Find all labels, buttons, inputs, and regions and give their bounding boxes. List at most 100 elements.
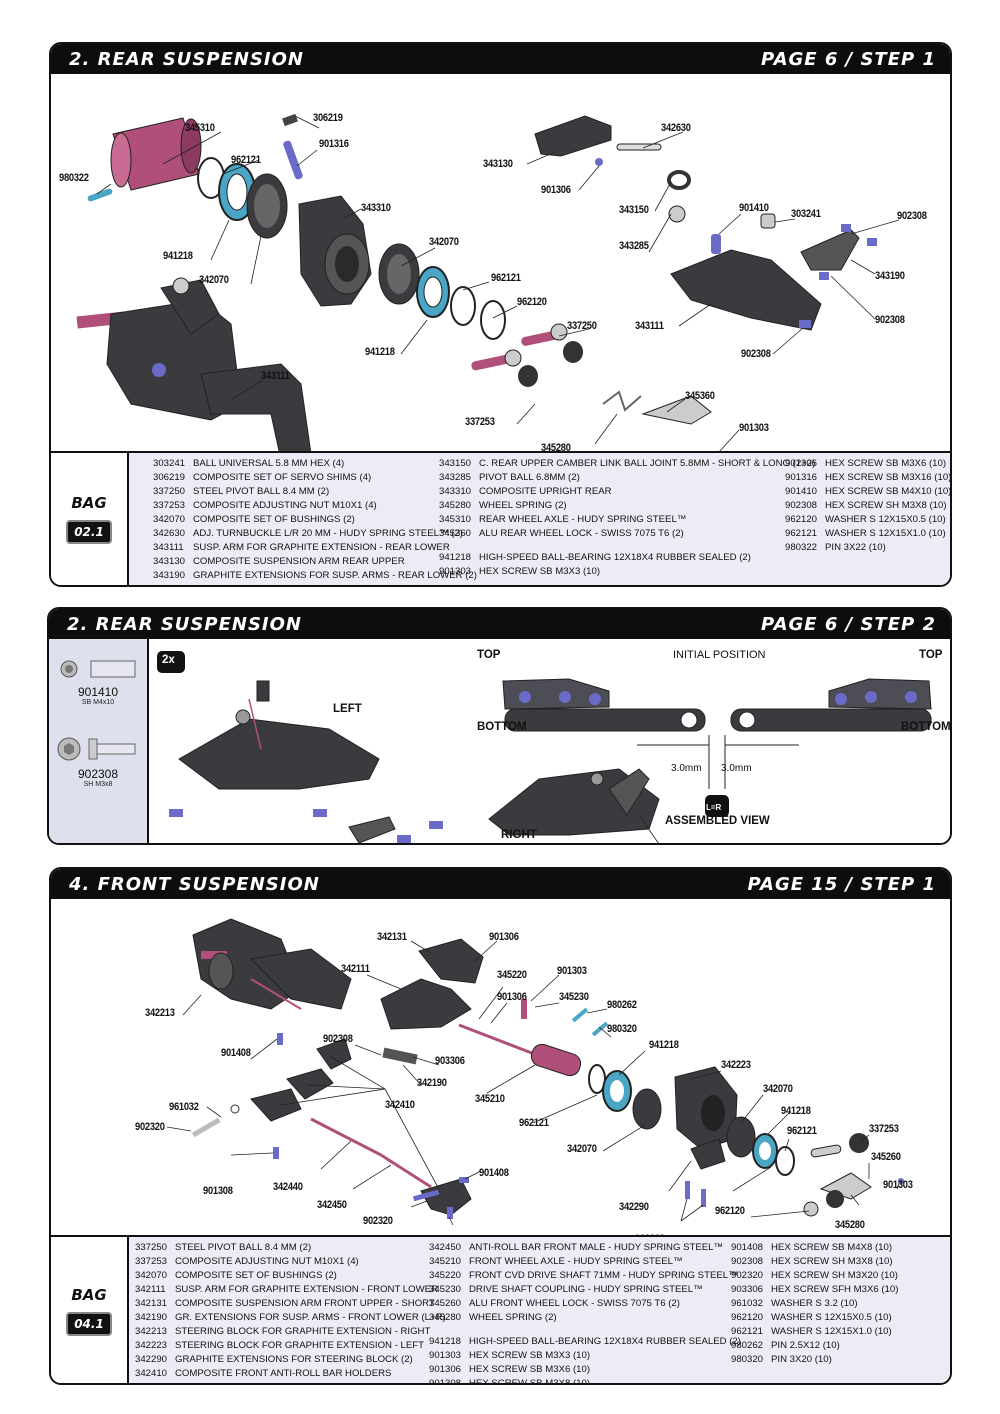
callout: 337250 [567, 320, 597, 332]
callout: 980320 [607, 1023, 637, 1035]
part-code: 961032 [731, 1298, 764, 1309]
bag-label: BAG [71, 1286, 107, 1304]
callout: 345280 [835, 1219, 865, 1231]
label-bottom-left: BOTTOM [477, 721, 527, 733]
gap-right: 3.0mm [721, 763, 752, 774]
callout: 345230 [559, 991, 589, 1003]
part-description: GRAPHITE EXTENSIONS FOR STEERING BLOCK (… [175, 1354, 413, 1365]
section-header: 2. REAR SUSPENSION PAGE 6 / STEP 1 [51, 44, 950, 74]
part-code: 342213 [135, 1326, 168, 1337]
part-description: HEX SCREW SB M4X8 (10) [771, 1242, 893, 1253]
section-rear-suspension-step2: 2. REAR SUSPENSION PAGE 6 / STEP 2 90141… [47, 607, 952, 845]
part-description: HEX SCREW SH M3X8 (10) [825, 500, 947, 511]
part-description: COMPOSITE ADJUSTING NUT M10X1 (4) [175, 1256, 359, 1267]
part-description: COMPOSITE FRONT ANTI-ROLL BAR HOLDERS [175, 1368, 392, 1379]
label-left: LEFT [333, 703, 362, 715]
callout: 902308 [323, 1033, 353, 1045]
part-description: WASHER S 12X15X0.5 (10) [771, 1312, 892, 1323]
part-description: HEX SCREW SB M3X6 (10) [469, 1364, 591, 1375]
part-description: WASHER S 12X15X1.0 (10) [825, 528, 946, 539]
callout: 901306 [541, 184, 571, 196]
bag-indicator: BAG 04.1 [51, 1237, 129, 1383]
callout: 343111 [261, 370, 290, 382]
part-description: HEX SCREW SB M3X3 (10) [479, 566, 601, 577]
bag-code: 02.1 [66, 520, 112, 544]
part-code: 902320 [731, 1270, 764, 1281]
label-top-left: TOP [477, 649, 501, 661]
callout: 980262 [607, 999, 637, 1011]
part-code: 345210 [429, 1256, 462, 1267]
section-rear-suspension-step1: 2. REAR SUSPENSION PAGE 6 / STEP 1 [49, 42, 952, 587]
part-row: 901303 HEX SCREW SB M3X3 (10) [439, 565, 785, 579]
part-description: SUSP. ARM FOR GRAPHITE EXTENSION - FRONT… [175, 1284, 438, 1295]
callout: 345310 [185, 122, 215, 134]
part-description: FRONT CVD DRIVE SHAFT 71MM - HUDY SPRING… [469, 1270, 738, 1281]
part-code: 901410 [785, 486, 818, 497]
section-front-suspension-step1: 4. FRONT SUSPENSION PAGE 15 / STEP 1 [49, 867, 952, 1385]
part-description: ADJ. TURNBUCKLE L/R 20 MM - HUDY SPRING … [193, 528, 463, 539]
hardware-spec: SH M3x8 [83, 781, 113, 788]
callout: 902320 [363, 1215, 393, 1227]
bag-indicator: BAG 02.1 [51, 453, 129, 585]
label-bottom-right: BOTTOM [901, 721, 951, 733]
part-description: PIN 3X22 (10) [825, 542, 886, 553]
assembled-arm-part [76, 277, 312, 451]
step2-drawing [157, 651, 932, 843]
section-page: PAGE 6 / STEP 2 [761, 613, 936, 635]
label-assembled-view: ASSEMBLED VIEW [665, 815, 770, 827]
label-right: RIGHT [501, 829, 537, 841]
part-code: 345310 [439, 514, 472, 525]
section-page: PAGE 15 / STEP 1 [747, 873, 936, 895]
part-description: PIN 2.5X12 (10) [771, 1340, 840, 1351]
part-row: 345310 REAR WHEEL AXLE - HUDY SPRING STEE… [439, 513, 785, 527]
part-description: HIGH-SPEED BALL-BEARING 12X18X4 RUBBER S… [479, 552, 751, 563]
part-code: 902308 [785, 500, 818, 511]
part-code: 342070 [135, 1270, 168, 1281]
hardware-panel: 901410 SB M4x10 902308 SH M3x8 [49, 639, 147, 843]
part-code: 901308 [429, 1378, 462, 1385]
part-code: 980262 [731, 1340, 764, 1351]
callout: 901408 [479, 1167, 509, 1179]
callout: 962120 [715, 1205, 745, 1217]
part-description: COMPOSITE SET OF BUSHINGS (2) [175, 1270, 337, 1281]
part-description: HEX SCREW SB M3X3 (10) [469, 1350, 591, 1361]
part-description: ALU REAR WHEEL LOCK - SWISS 7075 T6 (2) [479, 528, 684, 539]
part-description: HEX SCREW SB M4X10 (10) [825, 486, 952, 497]
part-code: 962121 [785, 528, 818, 539]
part-description: HEX SCREW SH M3X8 (10) [771, 1256, 893, 1267]
callout: 342070 [199, 274, 229, 286]
part-code: 901303 [429, 1350, 462, 1361]
label-initial-position: INITIAL POSITION [673, 649, 766, 661]
callout: 303241 [791, 208, 821, 220]
section-page: PAGE 6 / STEP 1 [761, 48, 936, 70]
part-description: WHEEL SPRING (2) [469, 1312, 557, 1323]
part-code: 345360 [439, 528, 472, 539]
callout: 901408 [221, 1047, 251, 1059]
part-code: 901303 [439, 566, 472, 577]
part-description: PIN 3X20 (10) [771, 1354, 832, 1365]
rear-axle-part [110, 117, 202, 191]
part-code: 337250 [135, 1242, 168, 1253]
callout: 901316 [319, 138, 349, 150]
part-description: FRONT WHEEL AXLE - HUDY SPRING STEEL™ [469, 1256, 683, 1267]
part-code: 342223 [135, 1340, 168, 1351]
exploded-diagram: 342131 901306 342111 345220 901303 90130… [51, 899, 950, 1251]
callout: 342223 [721, 1059, 751, 1071]
part-description: REAR WHEEL AXLE - HUDY SPRING STEEL™ [479, 514, 687, 525]
part-row: 345210 FRONT WHEEL AXLE - HUDY SPRING STE… [429, 1255, 731, 1269]
callout: 306219 [313, 112, 343, 124]
